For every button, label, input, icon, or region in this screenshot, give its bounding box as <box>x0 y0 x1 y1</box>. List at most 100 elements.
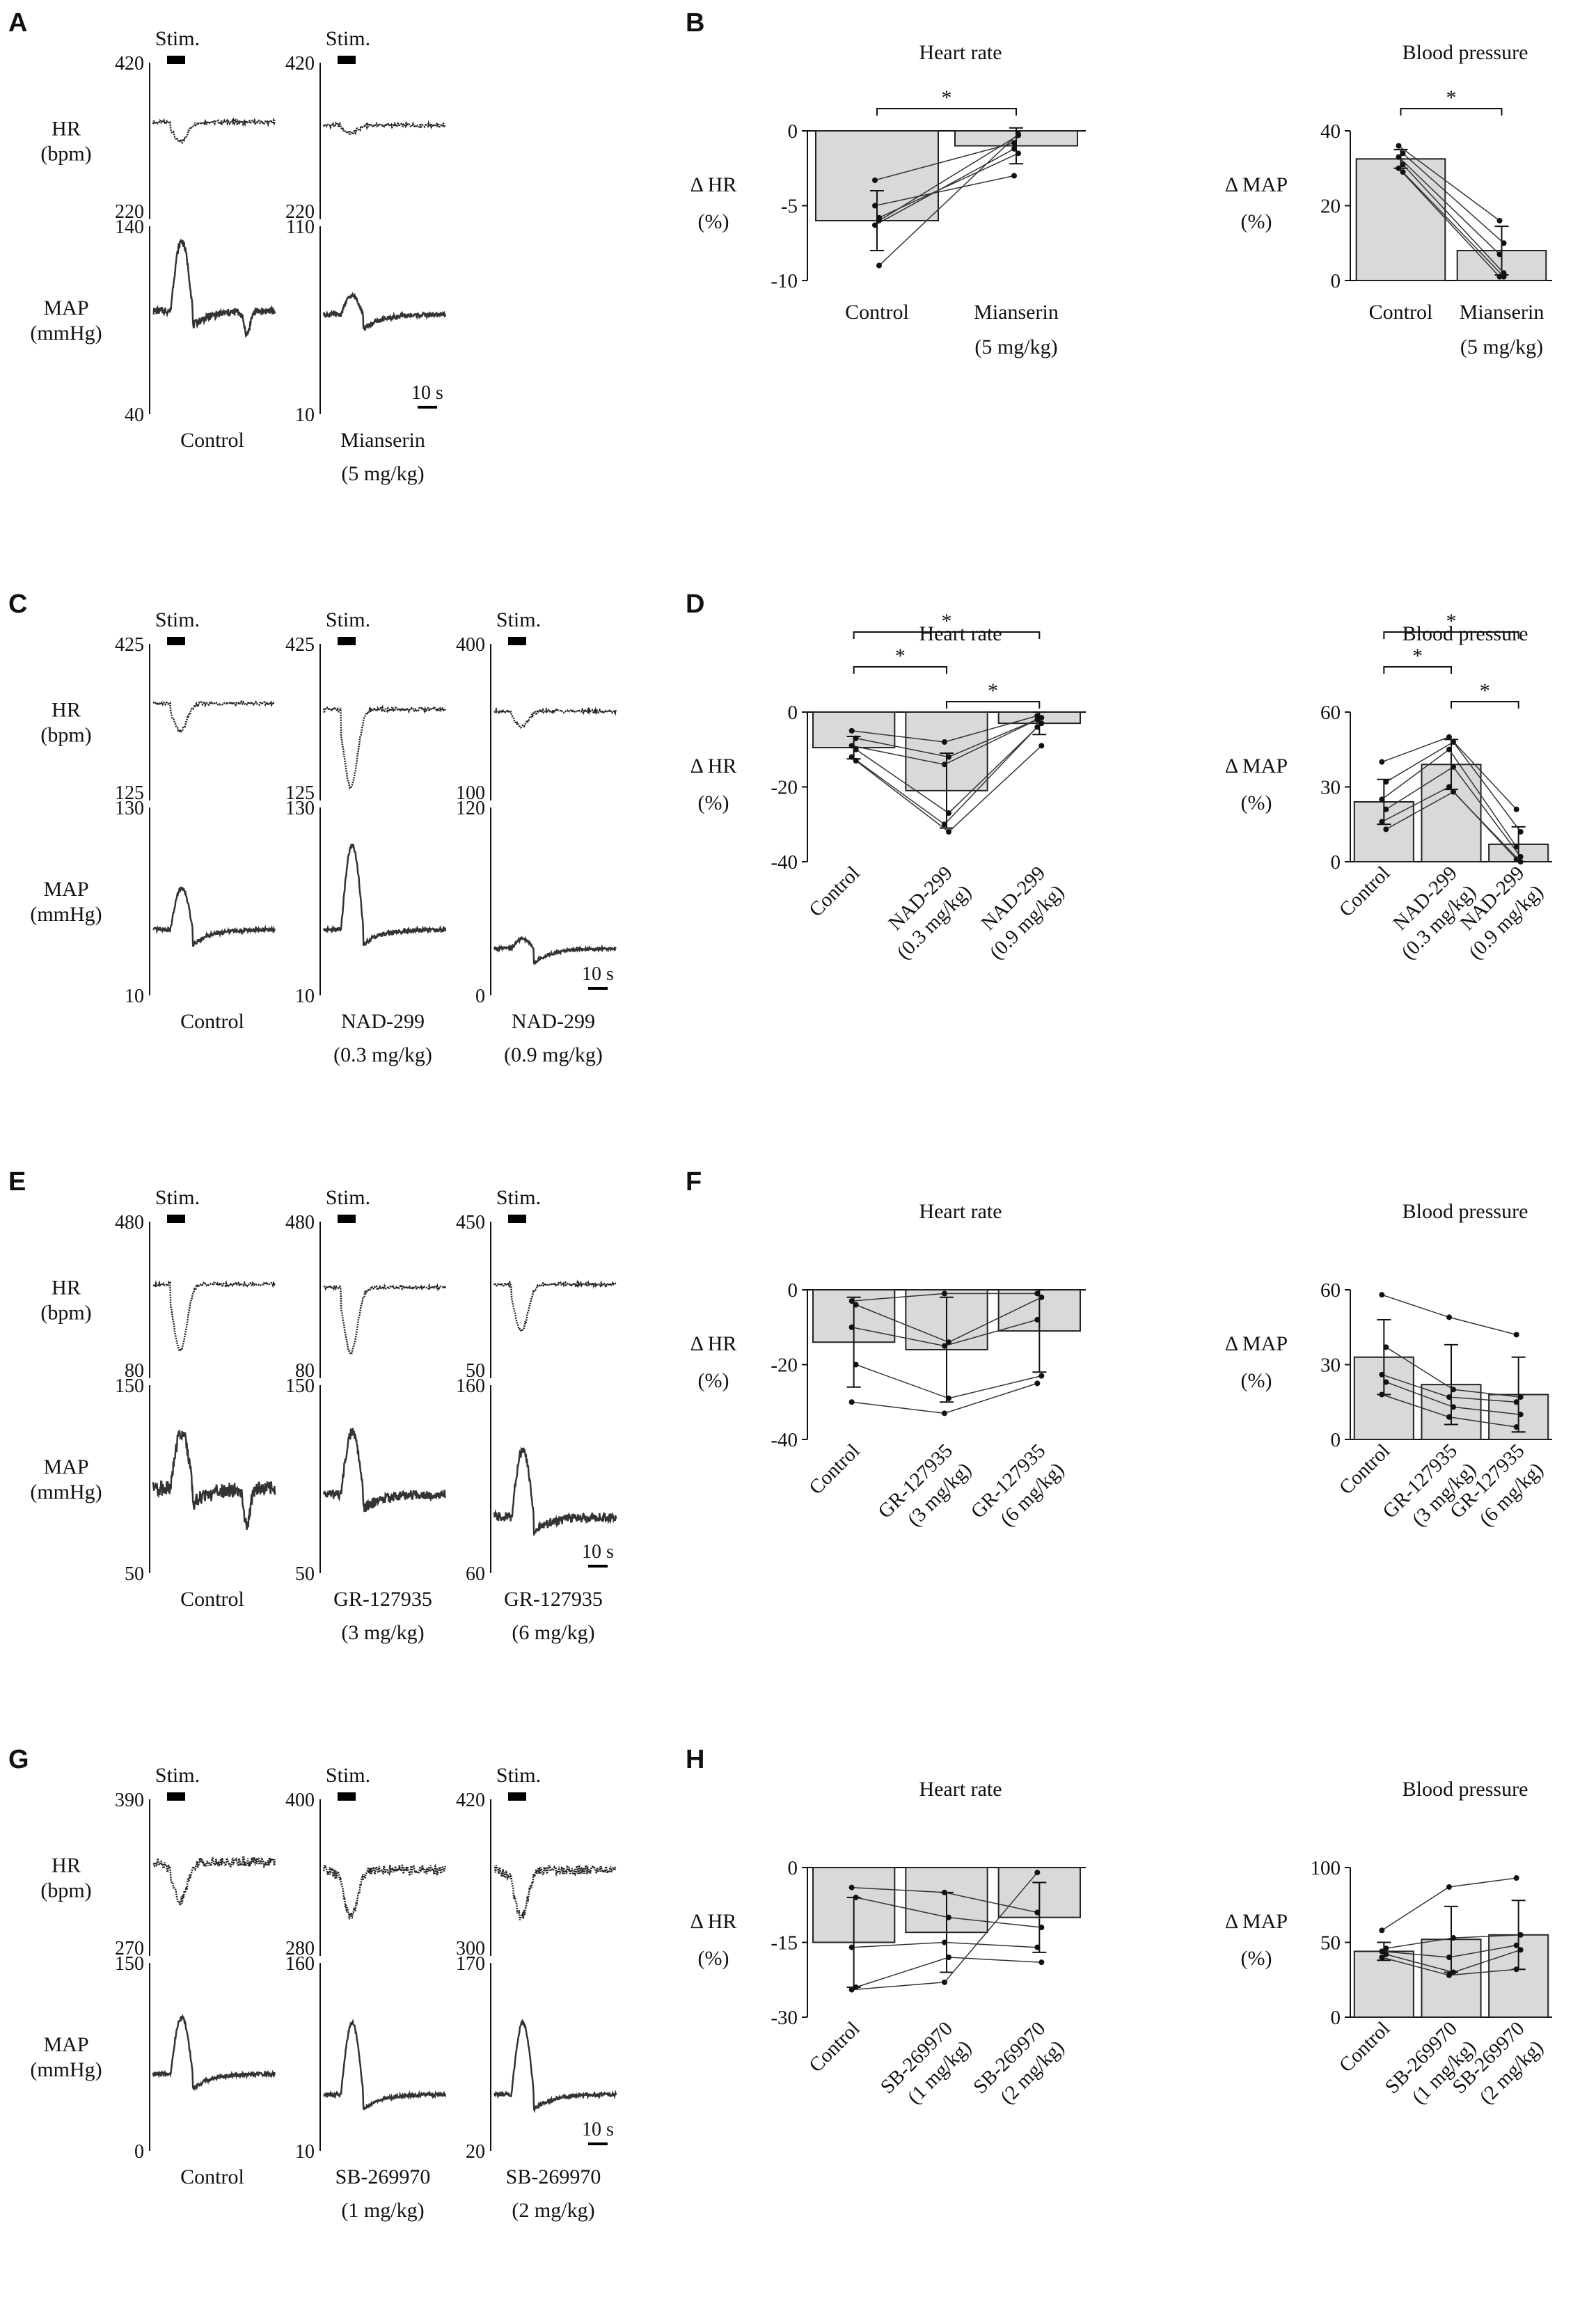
hr-max-tick: 425 <box>115 634 144 656</box>
condition-label: Control <box>180 1010 244 1033</box>
significance-bracket <box>853 666 947 674</box>
category-label-group: Control <box>1335 2017 1394 2076</box>
scalebar-label: 10 s <box>582 1541 614 1563</box>
map-min-tick: 40 <box>125 404 144 426</box>
chart-title: Heart rate <box>919 41 1002 64</box>
bar <box>1355 158 1446 281</box>
y-label-unit: (%) <box>698 791 729 814</box>
subject-point <box>1400 169 1406 175</box>
map-trace <box>152 1430 276 1530</box>
map-max-tick: 140 <box>115 216 144 238</box>
y-tick-label: 0 <box>1331 2007 1341 2029</box>
map-trace <box>152 886 276 947</box>
subject-point <box>942 1290 947 1297</box>
stim-bar <box>167 1792 185 1801</box>
subject-point <box>872 222 878 228</box>
panel-label: C <box>8 590 27 619</box>
map-trace <box>152 2014 276 2092</box>
stim-label: Stim. <box>326 1764 370 1787</box>
panel-label: A <box>8 8 27 38</box>
stim-label: Stim. <box>155 27 200 50</box>
stim-bar <box>508 637 526 645</box>
subject-point <box>1451 1969 1456 1975</box>
subject-point <box>1446 1394 1452 1400</box>
hr-min-tick: 80 <box>295 1360 315 1382</box>
category-label: Mianserin <box>974 301 1059 324</box>
category-label-group: GR-127935(6 mg/kg) <box>967 1439 1068 1531</box>
condition-label: Control <box>180 1588 244 1611</box>
subject-line <box>874 175 1015 207</box>
subject-point <box>1383 1379 1389 1385</box>
hr-axis-label: HR <box>52 1277 81 1300</box>
hr-min-tick: 80 <box>125 1360 144 1382</box>
y-tick-label: 0 <box>1331 270 1341 292</box>
subject-point <box>848 743 855 749</box>
significance-star: * <box>1480 679 1490 702</box>
category-label-group: Control <box>805 1439 864 1499</box>
hr-trace <box>322 120 447 137</box>
y-label-unit: (%) <box>698 1947 729 1970</box>
significance-star: * <box>895 645 906 668</box>
chart-title: Heart rate <box>919 1778 1002 1801</box>
stim-bar <box>338 56 356 64</box>
y-tick-label: 100 <box>1311 1857 1341 1879</box>
subject-point <box>1446 1314 1452 1320</box>
significance-star: * <box>988 679 998 702</box>
subject-point <box>1034 1870 1041 1876</box>
subject-point <box>1451 1404 1456 1410</box>
map-min-tick: 10 <box>125 986 144 1007</box>
map-axis-label: MAP <box>43 297 88 319</box>
map-trace <box>322 844 447 947</box>
hr-trace <box>322 1863 447 1920</box>
subject-point <box>1034 1317 1041 1323</box>
y-label-unit: (%) <box>1241 210 1272 233</box>
map-max-tick: 150 <box>115 1375 144 1397</box>
category-label-group: SB-269970(1 mg/kg) <box>876 2017 976 2108</box>
map-trace <box>493 936 617 966</box>
map-max-tick: 120 <box>456 798 485 819</box>
subject-point <box>876 262 882 269</box>
subject-point <box>1034 1944 1041 1950</box>
subject-point <box>942 761 947 768</box>
y-tick-label: 0 <box>1331 851 1341 874</box>
y-tick-label: -40 <box>771 1429 798 1451</box>
hr-min-tick: 280 <box>285 1938 315 1959</box>
subject-point <box>1451 1935 1456 1941</box>
map-min-tick: 60 <box>466 1563 485 1585</box>
subject-point <box>1501 274 1507 280</box>
scalebar-label: 10 s <box>411 382 443 404</box>
hr-trace <box>493 1279 617 1332</box>
subject-point <box>1517 859 1524 865</box>
significance-bracket <box>876 108 1017 116</box>
stim-bar <box>338 1792 356 1801</box>
map-trace <box>152 238 276 338</box>
map-trace <box>493 2018 617 2114</box>
category-label: Control <box>845 301 909 324</box>
subject-point <box>1513 1424 1519 1430</box>
category-label: Control <box>1335 862 1394 921</box>
significance-bracket <box>946 701 1041 709</box>
hr-min-tick: 125 <box>115 782 144 804</box>
hr-axis-label: HR <box>52 699 81 722</box>
subject-point <box>946 1395 951 1401</box>
subject-point <box>1383 1951 1389 1957</box>
subject-point <box>1011 145 1017 152</box>
subject-point <box>876 214 882 221</box>
subject-point <box>1446 784 1452 790</box>
map-axis-label: MAP <box>43 2033 88 2056</box>
hr-max-tick: 420 <box>115 53 144 74</box>
hr-min-tick: 220 <box>115 201 144 223</box>
subject-point <box>946 754 951 760</box>
category-label: Control <box>1369 301 1433 324</box>
y-label: Δ HR <box>690 1910 737 1933</box>
subject-point <box>1011 140 1017 146</box>
subject-line <box>878 152 1019 219</box>
subject-point <box>1517 1932 1524 1938</box>
condition-label: (3 mg/kg) <box>341 1621 424 1644</box>
